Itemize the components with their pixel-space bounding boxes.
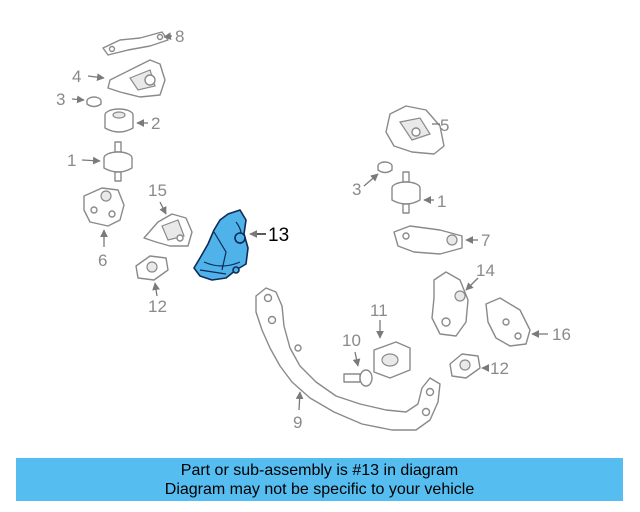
callout-3-right: 3 (352, 180, 361, 199)
info-banner: Part or sub-assembly is #13 in diagram D… (16, 458, 623, 501)
part-1-mount-left: 1 (67, 141, 133, 182)
part-4-bracket: 4 (72, 59, 166, 98)
part-5-bracket: 5 (385, 105, 449, 155)
part-9-crossmember: 9 (255, 287, 441, 432)
callout-4: 4 (72, 67, 81, 86)
callout-6: 6 (98, 251, 107, 270)
callout-12-left: 12 (148, 297, 167, 316)
callout-12-right: 12 (490, 359, 509, 378)
callout-7: 7 (481, 231, 490, 250)
part-16-bracket: 16 (485, 297, 571, 347)
part-6-bracket: 6 (83, 187, 125, 270)
callout-10: 10 (342, 331, 361, 350)
part-2-cushion: 2 (104, 108, 160, 133)
part-14-bracket: 14 (431, 261, 495, 337)
callout-3-left: 3 (56, 90, 65, 109)
parts-diagram: 8 4 3 2 1 6 (56, 27, 571, 432)
part-11-block: 11 (370, 301, 411, 379)
callout-15: 15 (148, 181, 167, 200)
part-10-bolt: 10 (342, 331, 373, 387)
callout-13-group: 13 (249, 225, 289, 246)
part-1-mount-right: 1 (391, 171, 446, 214)
part-3-nut-right: 3 (352, 161, 393, 199)
callout-16: 16 (552, 325, 571, 344)
banner-line-2: Diagram may not be specific to your vehi… (164, 480, 475, 498)
callout-13: 13 (268, 225, 289, 246)
callout-9: 9 (293, 413, 302, 432)
callout-1-right: 1 (437, 192, 446, 211)
part-7-bracket: 7 (393, 225, 490, 255)
callout-8: 8 (175, 27, 184, 46)
part-15-bracket: 15 (143, 181, 193, 247)
banner-line-1: Part or sub-assembly is #13 in diagram (180, 461, 459, 479)
part-12-pad-left: 12 (135, 255, 169, 316)
callout-2: 2 (151, 114, 160, 133)
callout-1-left: 1 (67, 151, 76, 170)
part-12-pad-right: 12 (449, 353, 509, 379)
part-8-bracket: 8 (102, 27, 184, 56)
part-13-highlighted-bracket (193, 209, 249, 281)
callout-11: 11 (370, 301, 388, 320)
part-3-nut-left: 3 (56, 90, 102, 109)
callout-14: 14 (476, 261, 495, 280)
callout-5: 5 (440, 116, 449, 135)
